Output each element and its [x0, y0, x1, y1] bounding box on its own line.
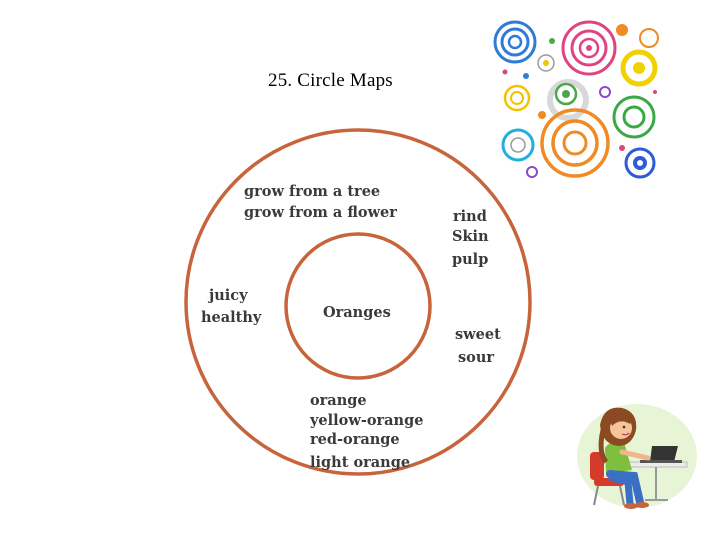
outer-ring — [184, 128, 532, 476]
context-text: pulp — [452, 251, 488, 268]
inner-ring — [284, 232, 432, 380]
context-text: juicy — [207, 287, 248, 304]
context-text: grow from a flower — [244, 204, 397, 221]
girl-laptop-illustration — [577, 404, 697, 509]
context-text: red-orange — [310, 431, 400, 448]
slide-title: 25. Circle Maps — [268, 70, 393, 91]
context-text: sour — [458, 349, 494, 366]
context-text: rind — [453, 208, 487, 225]
decorative-circles-graphic — [493, 20, 659, 179]
context-text: Skin — [452, 228, 489, 245]
context-text: orange — [310, 392, 367, 409]
context-text: sweet — [455, 326, 501, 343]
context-text: yellow-orange — [309, 412, 423, 429]
context-text: healthy — [201, 309, 262, 326]
context-text: grow from a tree — [244, 183, 380, 200]
center-label: Oranges — [323, 304, 391, 321]
circle-map: Oranges grow from a tree grow from a flo… — [184, 128, 532, 476]
context-text: light orange — [310, 454, 410, 471]
